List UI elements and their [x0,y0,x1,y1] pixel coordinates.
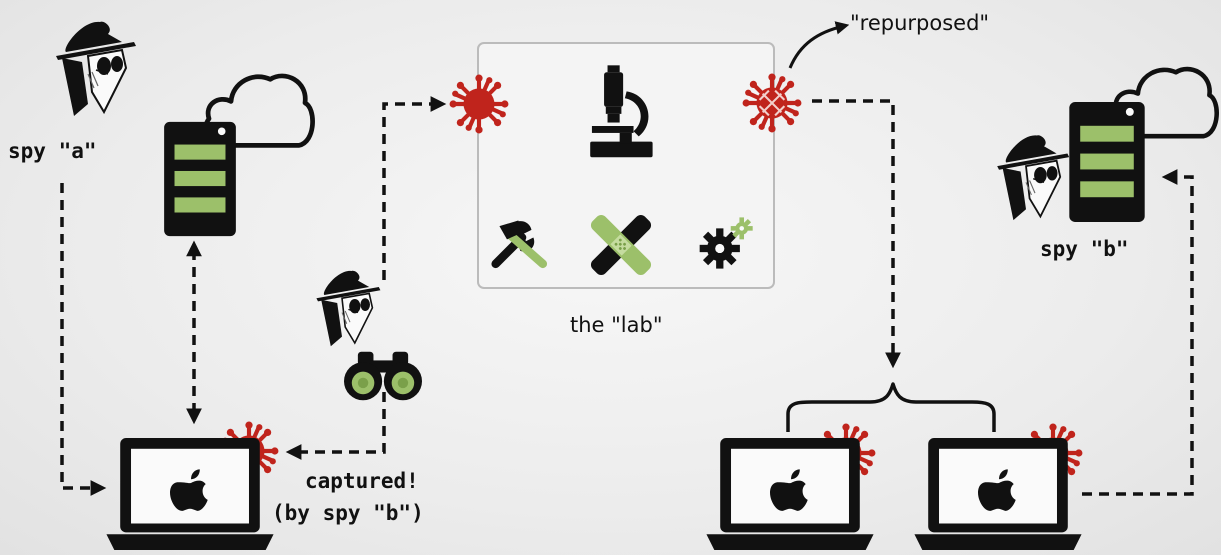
spy-icon-a [55,20,137,117]
malware-virus-icon-repurposed [743,74,802,133]
label-repurposed: "repurposed" [850,11,989,35]
spy-icon-b [996,134,1071,222]
label-captured-by: (by spy "b") [272,501,424,525]
label-spy-a: spy "a" [8,139,97,163]
arrow-to-victims [812,99,901,369]
label-captured: captured! [305,469,419,493]
laptop-icon-victim-2 [914,437,1082,551]
laptop-icon-victim-1 [706,437,874,551]
malware-virus-icon-lab-input [450,75,509,134]
label-lab: the "lab" [570,313,663,337]
arrow-capture [285,392,386,460]
server-icon-b [1069,101,1145,223]
label-spy-b: spy "b" [1040,237,1129,261]
spy-icon-observer [315,269,382,348]
arrow-spy-a-to-laptop [60,183,107,496]
lab-box [477,42,775,289]
arrow-repurposed-label [788,21,850,69]
server-icon-a [164,121,236,237]
arrow-to-lab [382,96,447,280]
arrow-victim-to-spy-b [1082,169,1194,496]
victims-brace [786,382,996,432]
laptop-icon-spy-a [106,437,274,551]
